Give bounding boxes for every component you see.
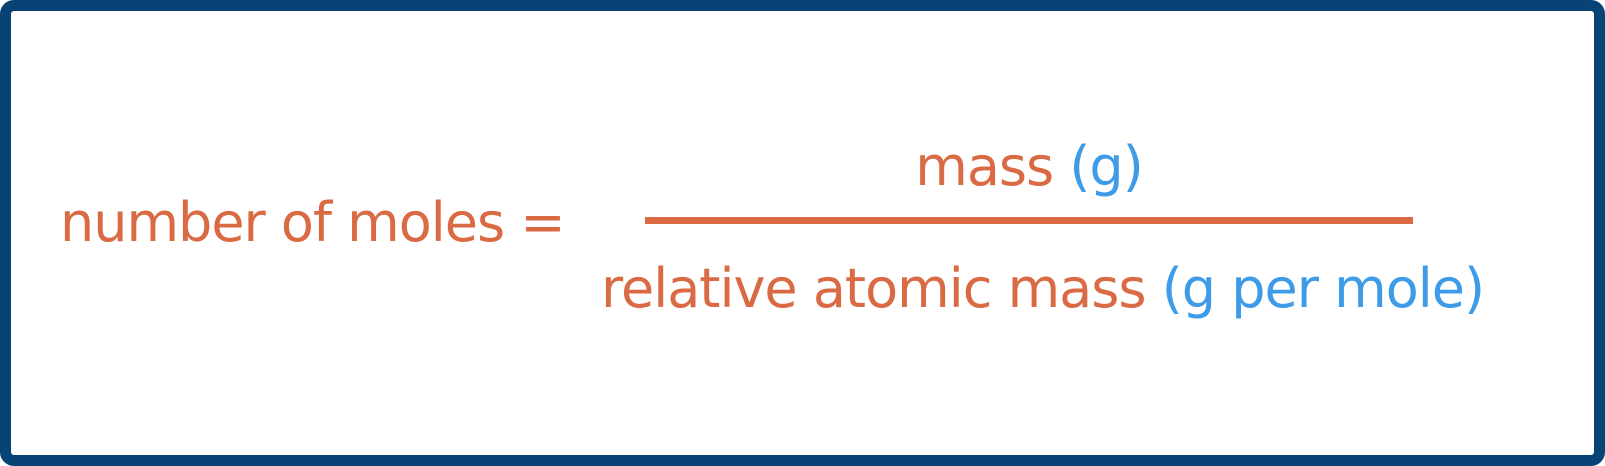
denominator-term: relative atomic mass	[600, 257, 1147, 320]
numerator-unit: (g)	[1069, 135, 1143, 198]
formula-lhs: number of moles =	[60, 196, 566, 250]
numerator-term: mass	[915, 135, 1054, 198]
equals-sign: =	[520, 191, 565, 254]
fraction-bar	[645, 217, 1413, 224]
fraction-denominator: relative atomic mass (g per mole)	[575, 262, 1510, 316]
fraction-numerator: mass (g)	[645, 140, 1413, 194]
lhs-label: number of moles	[60, 191, 505, 254]
denominator-unit: (g per mole)	[1161, 257, 1485, 320]
